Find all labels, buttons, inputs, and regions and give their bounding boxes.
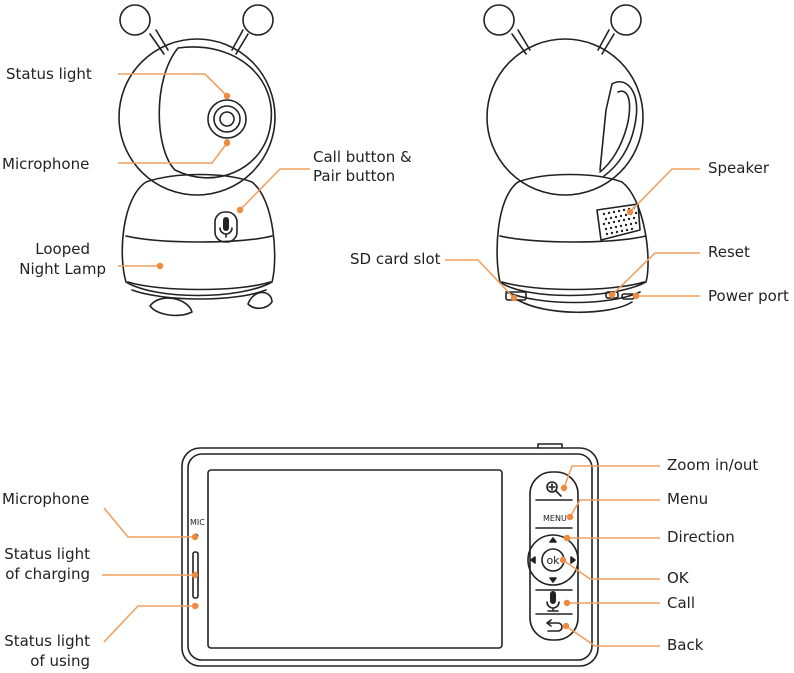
leader-microphone xyxy=(118,142,228,164)
leader-reset xyxy=(611,252,700,296)
leader-monitor-microphone xyxy=(103,507,195,538)
label-microphone: Microphone xyxy=(2,155,90,173)
label-ok: OK xyxy=(667,569,689,587)
back-head xyxy=(486,38,644,196)
ok-button-text: ok xyxy=(546,554,560,567)
label-reset: Reset xyxy=(708,243,750,261)
label-call-button-line1: Call button & xyxy=(313,148,412,166)
leader-ok xyxy=(562,559,660,580)
monitor-body xyxy=(181,447,599,667)
face-plate xyxy=(158,46,273,179)
left-foot xyxy=(149,297,193,317)
lens-inner xyxy=(213,105,241,133)
front-call-button xyxy=(214,211,238,243)
right-antenna-ball xyxy=(242,4,274,36)
leader-speaker xyxy=(629,168,700,213)
back-camera xyxy=(483,4,649,314)
label-power-port: Power port xyxy=(708,287,789,305)
front-body xyxy=(121,173,276,297)
label-night-lamp-line2: Night Lamp xyxy=(19,260,106,278)
leader-call-button xyxy=(239,168,310,211)
left-antenna-ball xyxy=(119,4,151,36)
front-head xyxy=(118,38,276,196)
label-zoom: Zoom in/out xyxy=(667,456,759,474)
monitor-screen xyxy=(207,469,503,649)
label-speaker: Speaker xyxy=(708,159,770,177)
label-using-line1: Status light xyxy=(4,632,90,650)
label-menu: Menu xyxy=(667,490,709,508)
right-foot xyxy=(247,291,273,310)
leader-using xyxy=(103,605,195,643)
label-call-button-line2: Pair button xyxy=(313,167,396,185)
leader-lines xyxy=(102,73,700,647)
mic-text: MIC xyxy=(190,518,205,527)
leader-dots xyxy=(156,92,640,630)
lens-outer xyxy=(207,99,247,139)
monitor xyxy=(181,443,599,667)
leader-status-light xyxy=(118,73,228,97)
label-sd-card-slot: SD card slot xyxy=(350,250,441,268)
label-back: Back xyxy=(667,636,704,654)
label-night-lamp-line1: Looped xyxy=(35,240,90,258)
leader-sd-card xyxy=(445,259,515,299)
label-call: Call xyxy=(667,594,696,612)
front-camera xyxy=(118,4,276,317)
dpad xyxy=(527,534,579,586)
leader-back xyxy=(565,625,660,647)
leader-menu xyxy=(569,499,660,518)
label-charging-line2: of charging xyxy=(5,565,90,583)
back-body xyxy=(496,173,649,297)
leader-zoom xyxy=(563,465,660,489)
label-charging-line1: Status light xyxy=(4,545,90,563)
speaker-grille xyxy=(596,203,641,241)
label-status-light: Status light xyxy=(6,65,92,83)
label-direction: Direction xyxy=(667,528,735,546)
label-using-line2: of using xyxy=(30,652,90,670)
menu-button-text: MENU xyxy=(543,514,567,523)
label-monitor-microphone: Microphone xyxy=(2,490,90,508)
